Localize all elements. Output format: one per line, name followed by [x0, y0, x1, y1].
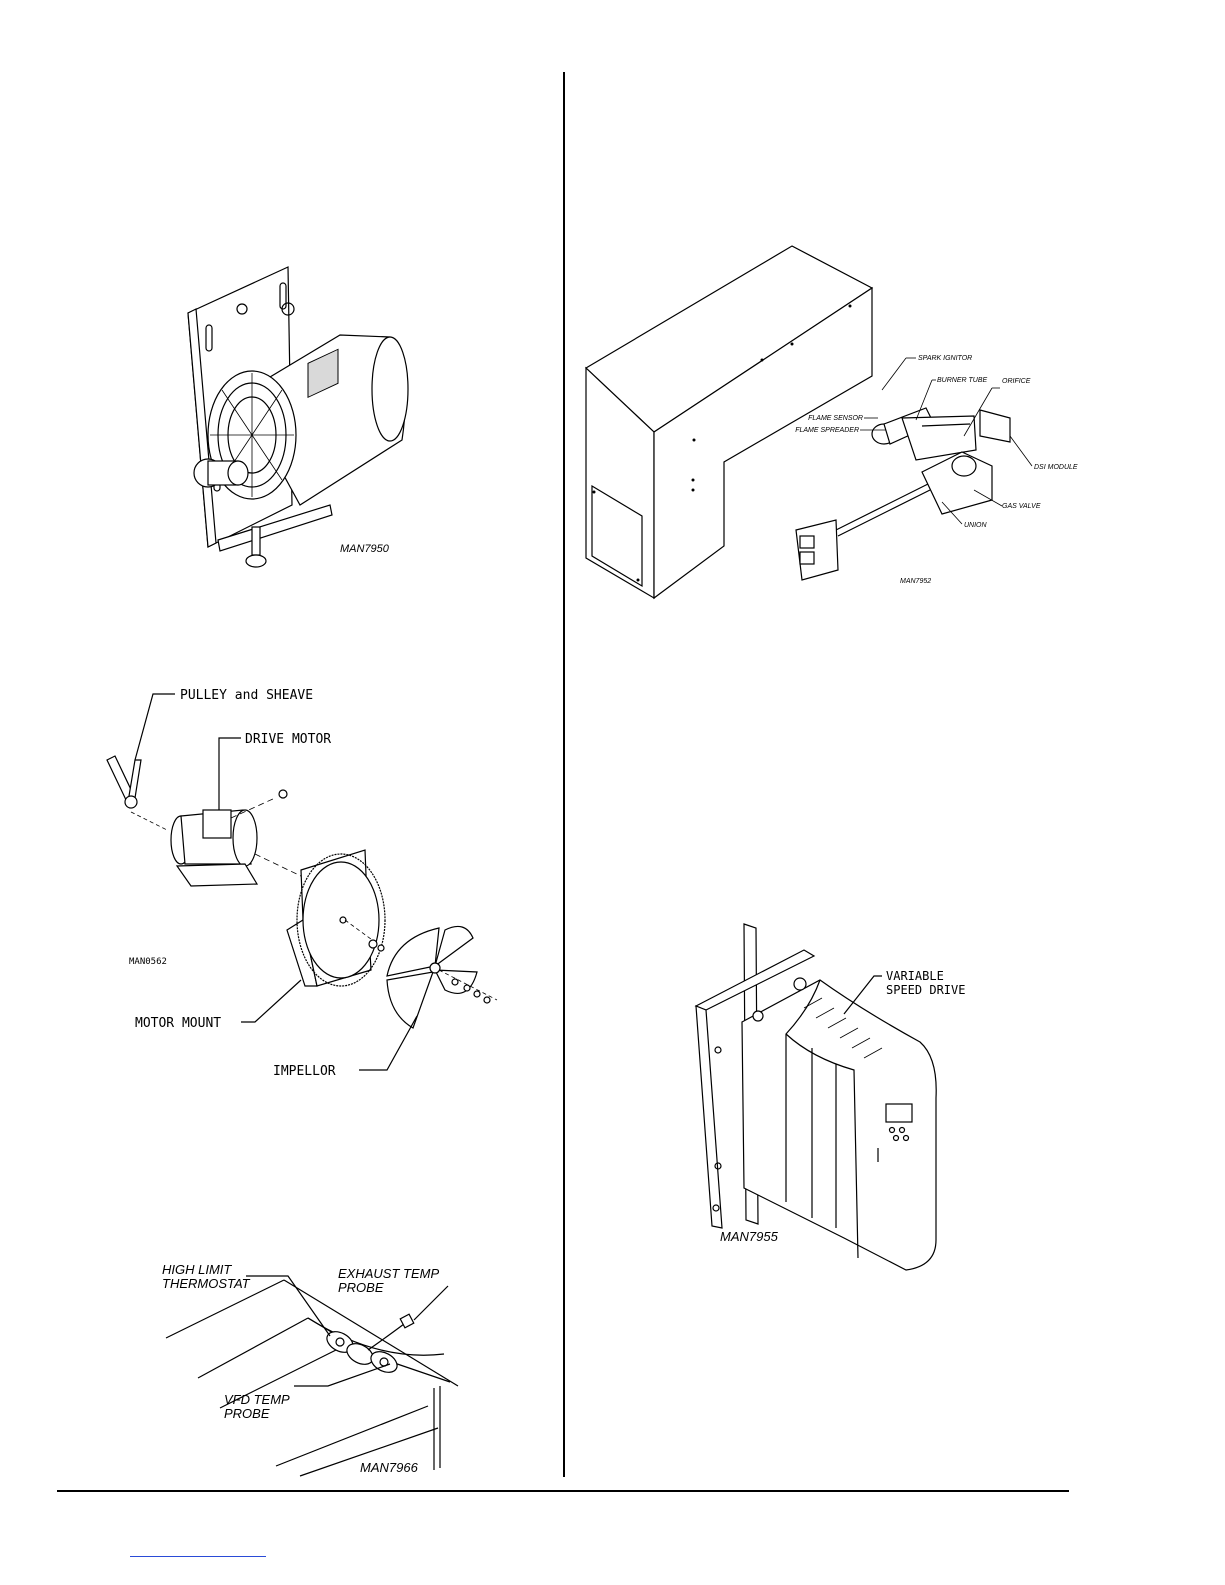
- figure-motor-mount: MAN7950: [180, 265, 440, 580]
- figure-variable-speed-drive: VARIABLE SPEED DRIVE MAN7955: [692, 918, 992, 1278]
- burner-figure-code: MAN7952: [900, 578, 931, 585]
- probes-figure-code: MAN7966: [360, 1460, 419, 1475]
- figure-temperature-probes: HIGH LIMIT THERMOSTAT EXHAUST TEMP PROBE…: [158, 1258, 468, 1480]
- blower-assembly-drawing: PULLEY and SHEAVE DRIVE MOTOR MAN0562 MO…: [105, 680, 535, 1080]
- flame-spreader-label: FLAME SPREADER: [795, 427, 859, 434]
- exhaust-probe-label-2: PROBE: [338, 1280, 384, 1295]
- orifice-label: ORIFICE: [1002, 378, 1031, 385]
- union-label: UNION: [964, 522, 988, 529]
- probes-drawing: HIGH LIMIT THERMOSTAT EXHAUST TEMP PROBE…: [158, 1258, 468, 1480]
- dsi-module-label: DSI MODULE: [1034, 464, 1078, 471]
- vfd-probe-label-1: VFD TEMP: [224, 1392, 290, 1407]
- motor-mount-label: MOTOR MOUNT: [135, 1016, 221, 1031]
- figure-burner-assembly: SPARK IGNITOR BURNER TUBE ORIFICE FLAME …: [582, 240, 1082, 600]
- footer-rule: [57, 1490, 1069, 1492]
- motor-mount-drawing: MAN7950: [180, 265, 440, 580]
- vfd-probe-label-2: PROBE: [224, 1406, 270, 1421]
- high-limit-label-2: THERMOSTAT: [162, 1276, 251, 1291]
- footer-link-underline[interactable]: [130, 1556, 266, 1557]
- figure-blower-assembly: PULLEY and SHEAVE DRIVE MOTOR MAN0562 MO…: [105, 680, 535, 1080]
- exhaust-probe-label-1: EXHAUST TEMP: [338, 1266, 439, 1281]
- motor-figure-code: MAN7950: [340, 543, 390, 555]
- flame-sensor-label: FLAME SENSOR: [808, 415, 863, 422]
- vfd-label-line1: VARIABLE: [886, 969, 944, 983]
- impellor-label: IMPELLOR: [273, 1064, 336, 1079]
- vfd-figure-code: MAN7955: [720, 1229, 779, 1244]
- vfd-drawing: VARIABLE SPEED DRIVE MAN7955: [692, 918, 992, 1278]
- gas-valve-label: GAS VALVE: [1002, 503, 1041, 510]
- column-divider: [563, 72, 565, 1477]
- drive-motor-label: DRIVE MOTOR: [245, 732, 331, 747]
- vfd-label-line2: SPEED DRIVE: [886, 983, 965, 997]
- burner-assembly-drawing: SPARK IGNITOR BURNER TUBE ORIFICE FLAME …: [582, 240, 1082, 600]
- burner-tube-label: BURNER TUBE: [937, 377, 988, 384]
- blower-figure-code: MAN0562: [129, 957, 167, 967]
- spark-ignitor-label: SPARK IGNITOR: [918, 355, 972, 362]
- pulley-label: PULLEY and SHEAVE: [180, 688, 313, 703]
- high-limit-label-1: HIGH LIMIT: [162, 1262, 232, 1277]
